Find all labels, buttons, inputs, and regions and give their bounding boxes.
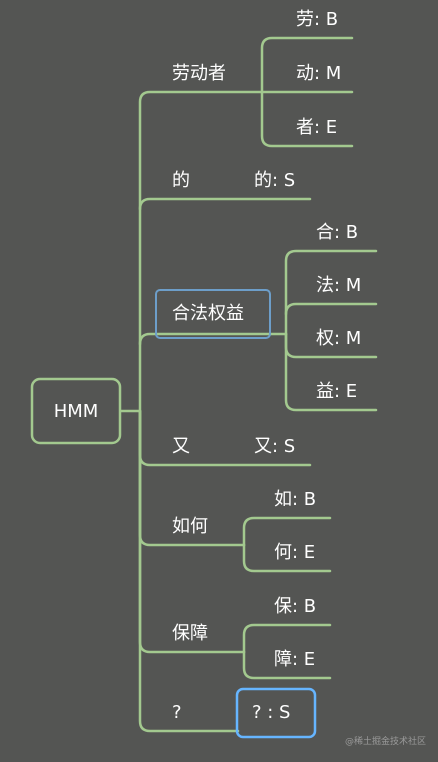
root-node[interactable]: HMM [30,377,122,445]
leaf-label-2-0[interactable]: 合: B [316,222,358,243]
leaf-label-5-1[interactable]: 障: E [274,649,315,670]
branch-label-3[interactable]: 又 [172,436,190,457]
leaf-label-3-0[interactable]: 又: S [254,436,295,457]
leaf-label-1-0[interactable]: 的: S [254,170,295,191]
edge-leaf-5-1 [242,650,332,680]
branch-label-4[interactable]: 如何 [172,516,208,537]
leaf-label-0-0[interactable]: 劳: B [296,9,338,30]
edge-leaf-2-0 [284,249,378,336]
leaf-label-4-1[interactable]: 何: E [274,542,315,563]
edge-branch-2 [138,332,288,346]
leaf-label-0-2[interactable]: 者: E [296,117,337,138]
leaf-label-5-0[interactable]: 保: B [274,596,316,617]
edge-leaf-2-1 [284,302,378,316]
branch-label-5[interactable]: 保障 [172,623,208,644]
edge-branch-0 [138,90,264,413]
leaf-node-6-0-highlighted[interactable]: ? : S [235,687,317,739]
edge-branch-6 [138,409,240,733]
edge-leaf-4-1 [242,543,332,573]
edge-leaf-0-0 [260,36,354,94]
leaf-label-0-1[interactable]: 动: M [296,63,341,84]
edge-leaf-5-0 [242,623,332,654]
leaf-label-2-2[interactable]: 权: M [316,328,361,349]
branch-label-2: 合法权益 [172,303,244,324]
edge-leaf-0-2 [260,90,354,148]
branch-label-1[interactable]: 的 [172,170,190,191]
root-label: HMM [54,401,99,422]
leaf-label-2-3[interactable]: 益: E [316,381,357,402]
branch-label-0[interactable]: 劳动者 [172,63,226,84]
leaf-label-4-0[interactable]: 如: B [274,489,316,510]
edge-branch-1 [138,197,312,211]
leaf-label-2-1[interactable]: 法: M [316,275,361,296]
edge-leaf-4-0 [242,516,332,547]
watermark: @稀土掘金技术社区 [345,735,426,747]
edge-leaf-2-3 [284,332,378,412]
branch-label-6[interactable]: ? [172,702,182,723]
branch-node-2-selected[interactable]: 合法权益 [155,289,271,339]
leaf-label-6-0: ? : S [252,702,291,723]
